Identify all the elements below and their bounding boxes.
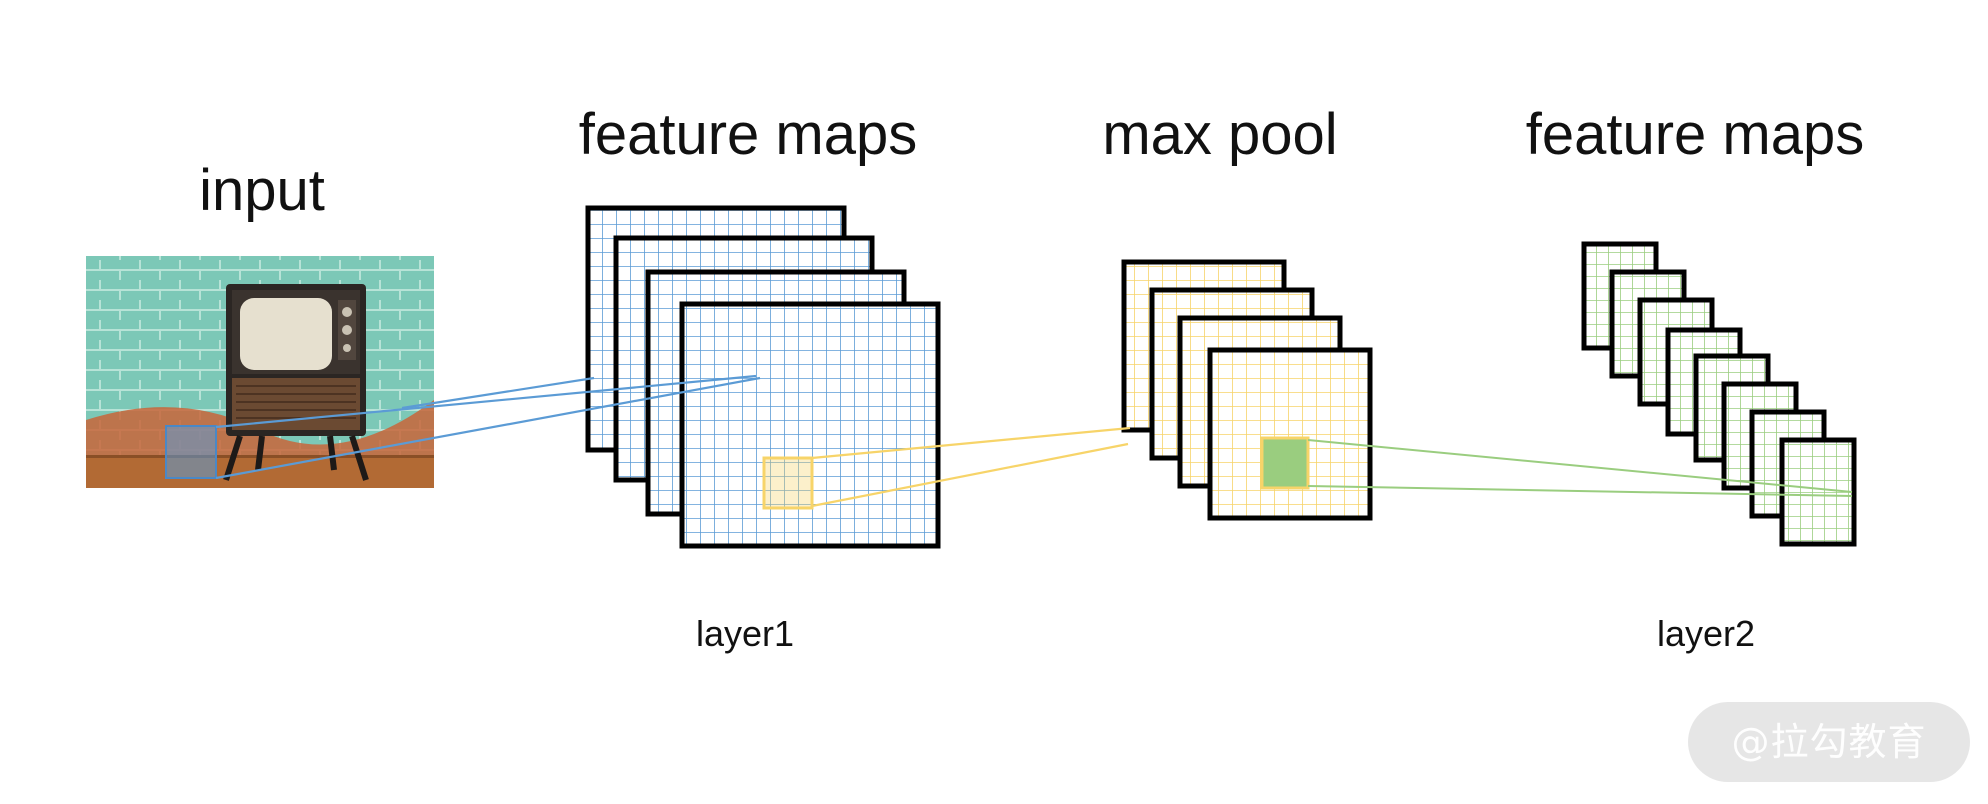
pool-conv-window — [1260, 436, 1310, 490]
layer2-title: feature maps — [1526, 102, 1865, 167]
layer1-caption: layer1 — [696, 613, 794, 654]
layer1-title: feature maps — [579, 102, 918, 167]
retro-tv-photo-icon — [86, 256, 434, 488]
pool-title: max pool — [1102, 102, 1337, 167]
layer1-feature-maps — [585, 205, 941, 549]
pool-map-4 — [1207, 347, 1373, 521]
pool-feature-maps — [1121, 259, 1373, 521]
input-title: input — [199, 158, 325, 223]
watermark-badge: @拉勾教育 — [1688, 702, 1970, 782]
layer1-pool-window — [762, 456, 814, 510]
layer1-to-pool-lines — [811, 426, 1131, 508]
input-to-layer1-lines — [215, 374, 761, 480]
layer2-caption: layer2 — [1657, 613, 1755, 654]
pool-to-layer2-lines — [1307, 439, 1853, 497]
layer2-feature-maps — [1581, 241, 1857, 547]
layer1-map-4 — [679, 301, 941, 549]
input-receptive-field — [165, 425, 217, 479]
